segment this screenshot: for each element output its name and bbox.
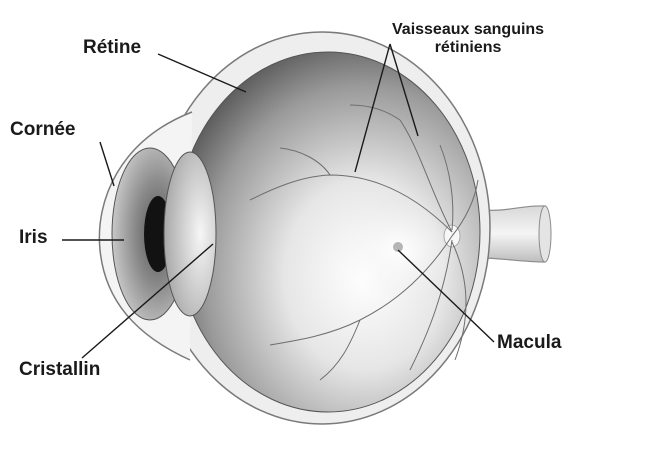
label-vaisseaux-sanguins: Vaisseaux sanguins rétiniens [392, 21, 544, 56]
label-macula: Macula [497, 333, 561, 354]
lens [164, 152, 216, 316]
label-cornee: Cornée [10, 120, 75, 141]
label-cristallin: Cristallin [19, 360, 100, 381]
leader-cornee [100, 142, 114, 186]
label-vaisseaux-line2: rétiniens [392, 39, 544, 57]
label-iris: Iris [19, 228, 48, 249]
label-vaisseaux-line1: Vaisseaux sanguins [392, 21, 544, 39]
label-retine: Rétine [83, 38, 141, 59]
